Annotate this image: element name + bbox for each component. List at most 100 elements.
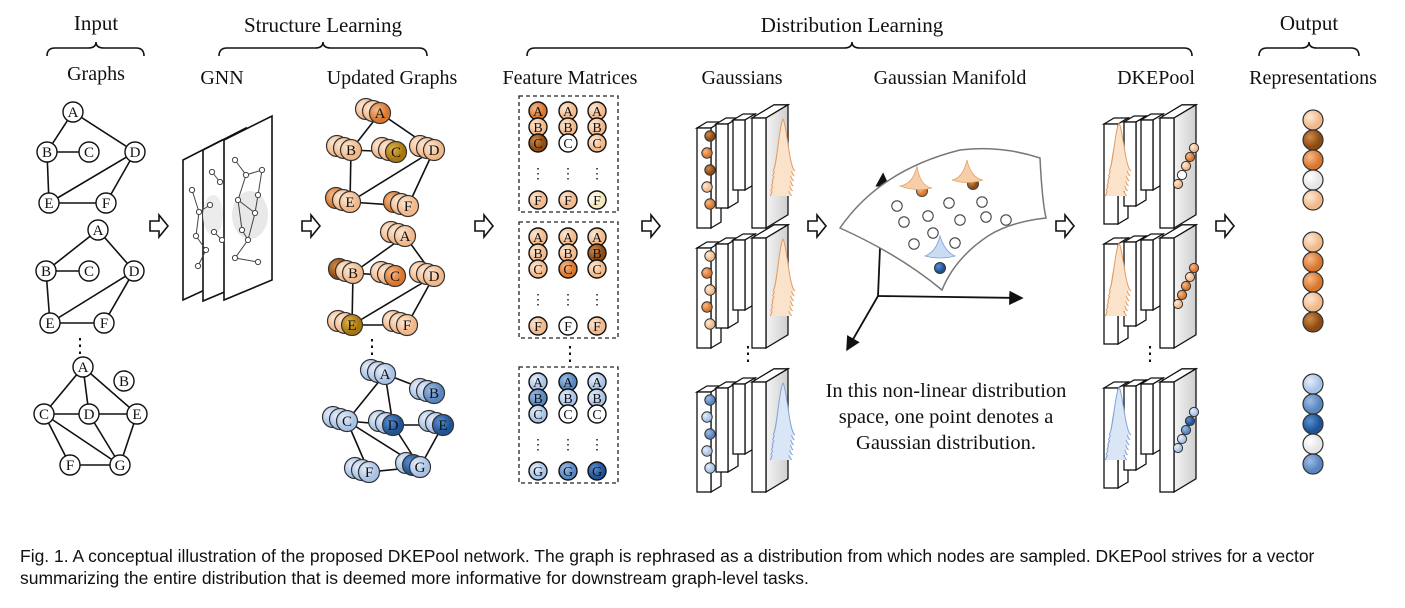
matrix3-cell-2-2-label: C [592,408,601,423]
matrix3-cell-1-1: B [558,388,578,408]
matrix2-bottom-0: F [528,316,548,336]
graph2-edges [45,229,135,324]
updated-graph2-node-D: D [408,260,446,288]
gaussian-point-1-1 [701,147,713,159]
matrix3-cell-2-2: C [587,404,607,424]
updated-graph3-node-A: A [359,358,397,386]
gaussian-curve-2-5 [772,238,796,292]
flow-arrow-7 [1215,212,1236,240]
gaussian-point-2-0 [704,250,716,262]
dkepool-vdots: ⋮ [1140,343,1160,365]
graph3-node-F: F [59,454,81,476]
gaussian-point-1-0 [704,130,716,142]
gaussian-point-1-3 [701,181,713,193]
dkepool-blocks [1101,103,1200,494]
updated-graph3-node-B-label: B [429,386,439,402]
matrix2-cell-1-2-label: B [592,247,601,262]
bracket-structure [218,41,428,57]
header-structure-learning: Structure Learning [244,13,403,37]
dkepool-point-2-2 [1180,280,1192,292]
subheader-graphs: Graphs [67,63,125,85]
gaussian-point-3-0 [704,394,716,406]
graph3-node-E: E [126,403,148,425]
matrix2-cell-0-1-label: A [563,231,574,246]
gaussian-point-2-2 [704,284,716,296]
manifold-points [891,196,1012,250]
input-vdots: ⋮ [70,335,90,357]
flow-arrow-4 [641,212,662,240]
matrix3-cell-1-2-label: B [592,392,601,407]
matrix3-cell-2-1: C [558,404,578,424]
figure-caption: Fig. 1. A conceptual illustration of the… [20,546,1315,588]
representation-3-entry-4 [1302,453,1324,475]
updated-graph2-node-E: E [326,309,364,337]
updated-graph1-node-B-label: B [346,143,356,159]
updated-graph3-node-B: B [408,377,446,405]
bracket-output [1258,41,1360,57]
dkepool-curve-2-5 [1108,242,1132,292]
matrix1-cell-0-0-label: A [533,105,544,120]
updated-graph1-node-E: E [324,186,362,214]
subheader-gaussian-manifold: Gaussian Manifold [874,67,1027,89]
graph1-node-C: C [78,141,100,163]
gaussian-block-2 [694,223,796,350]
input-graph-1 [46,111,136,204]
subheader-representations: Representations [1249,67,1377,89]
graph3-node-A-label: A [78,360,89,376]
updated-graph1-node-C-label: C [391,145,401,161]
matrix3-cell-2-0-label: C [533,408,542,423]
graph2-node-A-label: A [93,223,104,239]
matrix2-cell-0-2: A [587,227,607,247]
header-distribution-learning: Distribution Learning [761,13,944,37]
header-output: Output [1280,11,1339,35]
representation-2-entry-2 [1302,271,1324,293]
graph1-node-B-label: B [42,145,52,161]
matrix3-cell-2-0: C [528,404,548,424]
matrix2-bottom-1-label: F [564,320,572,335]
gaussian-manifold [838,147,1047,352]
dkepool-block-3 [1101,367,1200,494]
graph3-node-A: A [72,356,94,378]
gaussian-point-2-4 [704,318,716,330]
matrix2-cell-1-1-label: B [563,247,572,262]
matrix1-bottom-1-label: F [564,194,572,209]
graph2-node-A: A [87,219,109,241]
matrix1-cell-1-0-label: B [533,121,542,136]
representation-vector-1 [1302,109,1324,211]
graph3-node-C: C [33,403,55,425]
matrix1-bottom-0: F [528,190,548,210]
matrix1-cell-1-0: B [528,117,548,137]
representation-3-entry-3 [1302,433,1324,455]
matrix1-cell-1-2-label: B [592,121,601,136]
dkepool-curve-1-5 [1108,122,1132,172]
graph1-node-E: E [38,192,60,214]
matrix1-bottom-0-label: F [534,194,542,209]
graph2-node-E-label: E [45,316,54,332]
matrix1-cell-0-1-label: A [563,105,574,120]
representation-vector-3 [1302,373,1324,475]
matrix3-dots-2: ⋮ [590,438,604,453]
matrix3-cell-0-1-label: A [563,376,574,391]
matrix1-bottom-2: F [587,190,607,210]
updated-graph3-node-D-label: D [388,418,399,434]
manifold-axis-x [877,290,1024,306]
matrix2-cell-2-1: C [558,259,578,279]
graph3-node-F-label: F [66,458,74,474]
gaussian-point-2-3 [701,301,713,313]
updated-graph2-node-D-label: D [429,269,440,285]
matrix3-cell-0-2: A [587,372,607,392]
dkepool-curve-3-5 [1108,386,1132,436]
representation-3-entry-1 [1302,393,1324,415]
matrix1-cell-2-0: C [528,133,548,153]
updated-graph1-node-B: B [325,134,363,162]
graph2-node-D-label: D [129,264,140,280]
matrix1-cell-2-1-label: C [563,137,572,152]
gaussian-layer-c-1 [730,112,758,192]
matrix2-bottom-2-label: F [593,320,601,335]
updated-graph1-node-E-label: E [345,195,354,211]
matrix3-dots-0: ⋮ [531,438,545,453]
manifold-gaussian-orange [951,159,984,183]
graph3-node-B: B [113,370,135,392]
